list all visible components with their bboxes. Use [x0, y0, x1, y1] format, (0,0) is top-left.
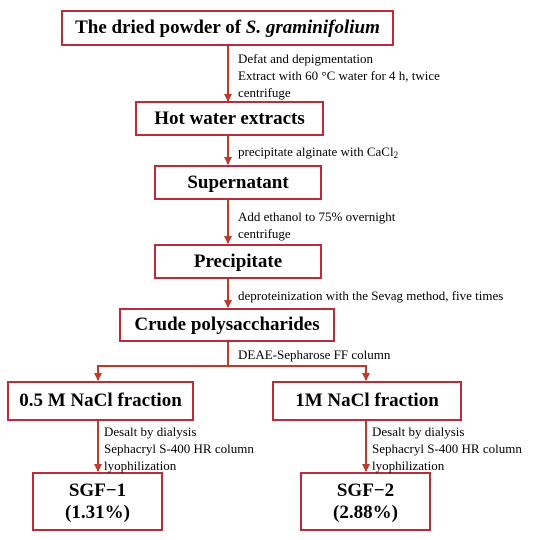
annotation-line: deproteinization with the Sevag method, … — [238, 288, 504, 303]
annotation-line: centrifuge — [238, 85, 291, 100]
annotation-step3: Add ethanol to 75% overnight centrifuge — [238, 208, 395, 242]
annotation-subscript: 2 — [393, 150, 399, 160]
annotation-line: lyophilization — [372, 458, 445, 473]
step-dried-powder: The dried powder of S. graminifolium — [61, 10, 394, 46]
annotation-line: DEAE-Sepharose FF column — [238, 347, 391, 362]
annotation-step1: Defat and depigmentation Extract with 60… — [238, 50, 440, 101]
sgf2-name: SGF−2 — [336, 479, 395, 501]
result-sgf2: SGF−2 (2.88%) — [300, 472, 431, 531]
precipitate-label: Precipitate — [193, 250, 283, 272]
annotation-line: Sephacryl S-400 HR column — [372, 441, 522, 456]
annotation-line: Sephacryl S-400 HR column — [104, 441, 254, 456]
sgf1-yield: (1.31%) — [65, 501, 130, 523]
step-precipitate: Precipitate — [154, 244, 322, 279]
annotation-step6-left: Desalt by dialysis Sephacryl S-400 HR co… — [104, 423, 254, 474]
annotation-line: Desalt by dialysis — [104, 424, 197, 439]
fraction-05m-label: 0.5 M NaCl fraction — [19, 390, 182, 411]
crude-label: Crude polysaccharides — [134, 314, 320, 335]
step-fraction-1m: 1M NaCl fraction — [272, 381, 462, 421]
hot-water-label: Hot water extracts — [154, 107, 305, 129]
annotation-line: Extract with 60 °C water for 4 h, twice — [238, 68, 440, 83]
annotation-step4: deproteinization with the Sevag method, … — [238, 287, 503, 304]
annotation-step6-right: Desalt by dialysis Sephacryl S-400 HR co… — [372, 423, 522, 474]
annotation-line: Add ethanol to 75% overnight — [238, 209, 396, 224]
species-name: S. graminifolium — [245, 17, 380, 38]
dried-powder-prefix: The dried powder of — [75, 17, 246, 38]
annotation-line: lyophilization — [104, 458, 177, 473]
annotation-line: centrifuge — [238, 226, 291, 241]
sgf1-name: SGF−1 — [68, 479, 127, 501]
dried-powder-label: The dried powder of S. graminifolium — [75, 17, 380, 39]
step-fraction-05m: 0.5 M NaCl fraction — [7, 381, 194, 421]
step-supernatant: Supernatant — [154, 165, 322, 200]
supernatant-label: Supernatant — [187, 171, 289, 193]
annotation-step2: precipitate alginate with CaCl2 — [238, 143, 398, 164]
sgf2-yield: (2.88%) — [333, 501, 398, 523]
annotation-step5: DEAE-Sepharose FF column — [238, 346, 390, 363]
result-sgf1: SGF−1 (1.31%) — [32, 472, 163, 531]
step-hot-water-extracts: Hot water extracts — [135, 101, 324, 136]
step-crude-polysaccharides: Crude polysaccharides — [119, 308, 335, 342]
annotation-line: precipitate alginate with CaCl — [238, 144, 394, 159]
annotation-line: Desalt by dialysis — [372, 424, 465, 439]
annotation-line: Defat and depigmentation — [238, 51, 374, 66]
fraction-1m-label: 1M NaCl fraction — [295, 390, 439, 411]
